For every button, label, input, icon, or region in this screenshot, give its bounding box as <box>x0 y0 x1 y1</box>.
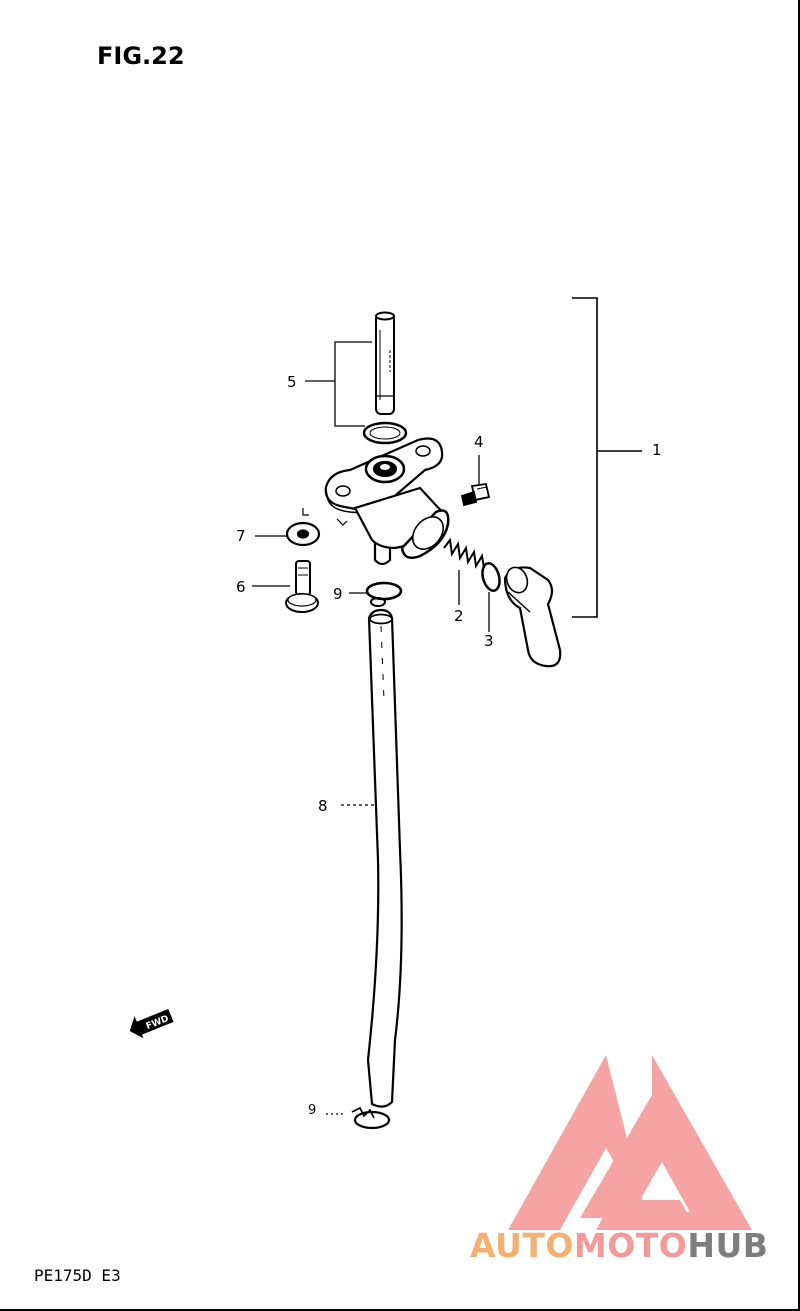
washer <box>285 521 321 547</box>
lever-o-ring <box>481 562 501 592</box>
callout-9-lower: 9 <box>308 1103 317 1118</box>
callout-7: 7 <box>236 527 246 545</box>
forward-arrow-icon: FWD <box>129 1008 174 1039</box>
watermark-moto: MOTO <box>573 1226 688 1265</box>
filter-pipe <box>375 311 395 415</box>
spring <box>443 537 485 569</box>
callout-9-upper: 9 <box>333 585 343 603</box>
watermark-hub: HUB <box>687 1226 769 1265</box>
callout-8: 8 <box>318 797 328 815</box>
alignment-marks <box>302 508 348 526</box>
fuel-cock-lever <box>503 566 562 668</box>
hose-clip-lower <box>351 1106 391 1130</box>
mounting-bolt <box>285 560 319 613</box>
callout-4: 4 <box>474 433 484 451</box>
figure-title: FIG.22 <box>97 42 185 70</box>
callout-1: 1 <box>652 441 662 459</box>
triangle-logo-icon <box>508 1055 752 1230</box>
fuel-cock-body <box>324 437 450 566</box>
fuel-hose <box>366 608 403 1108</box>
watermark-wordmark: AUTOMOTOHUB <box>470 1226 768 1265</box>
callout-5: 5 <box>287 373 297 391</box>
model-code: PE175D E3 <box>34 1266 121 1285</box>
leader-lines <box>252 341 490 1115</box>
hose-clip-upper <box>365 581 403 607</box>
fwd-label: FWD <box>145 1014 171 1032</box>
callout-6: 6 <box>236 578 246 596</box>
assembly-bracket <box>572 297 642 618</box>
watermark-auto: AUTO <box>470 1226 574 1265</box>
o-ring-pipe <box>362 421 408 445</box>
callout-2: 2 <box>454 607 464 625</box>
drain-screw <box>460 482 491 507</box>
callout-3: 3 <box>484 632 494 650</box>
